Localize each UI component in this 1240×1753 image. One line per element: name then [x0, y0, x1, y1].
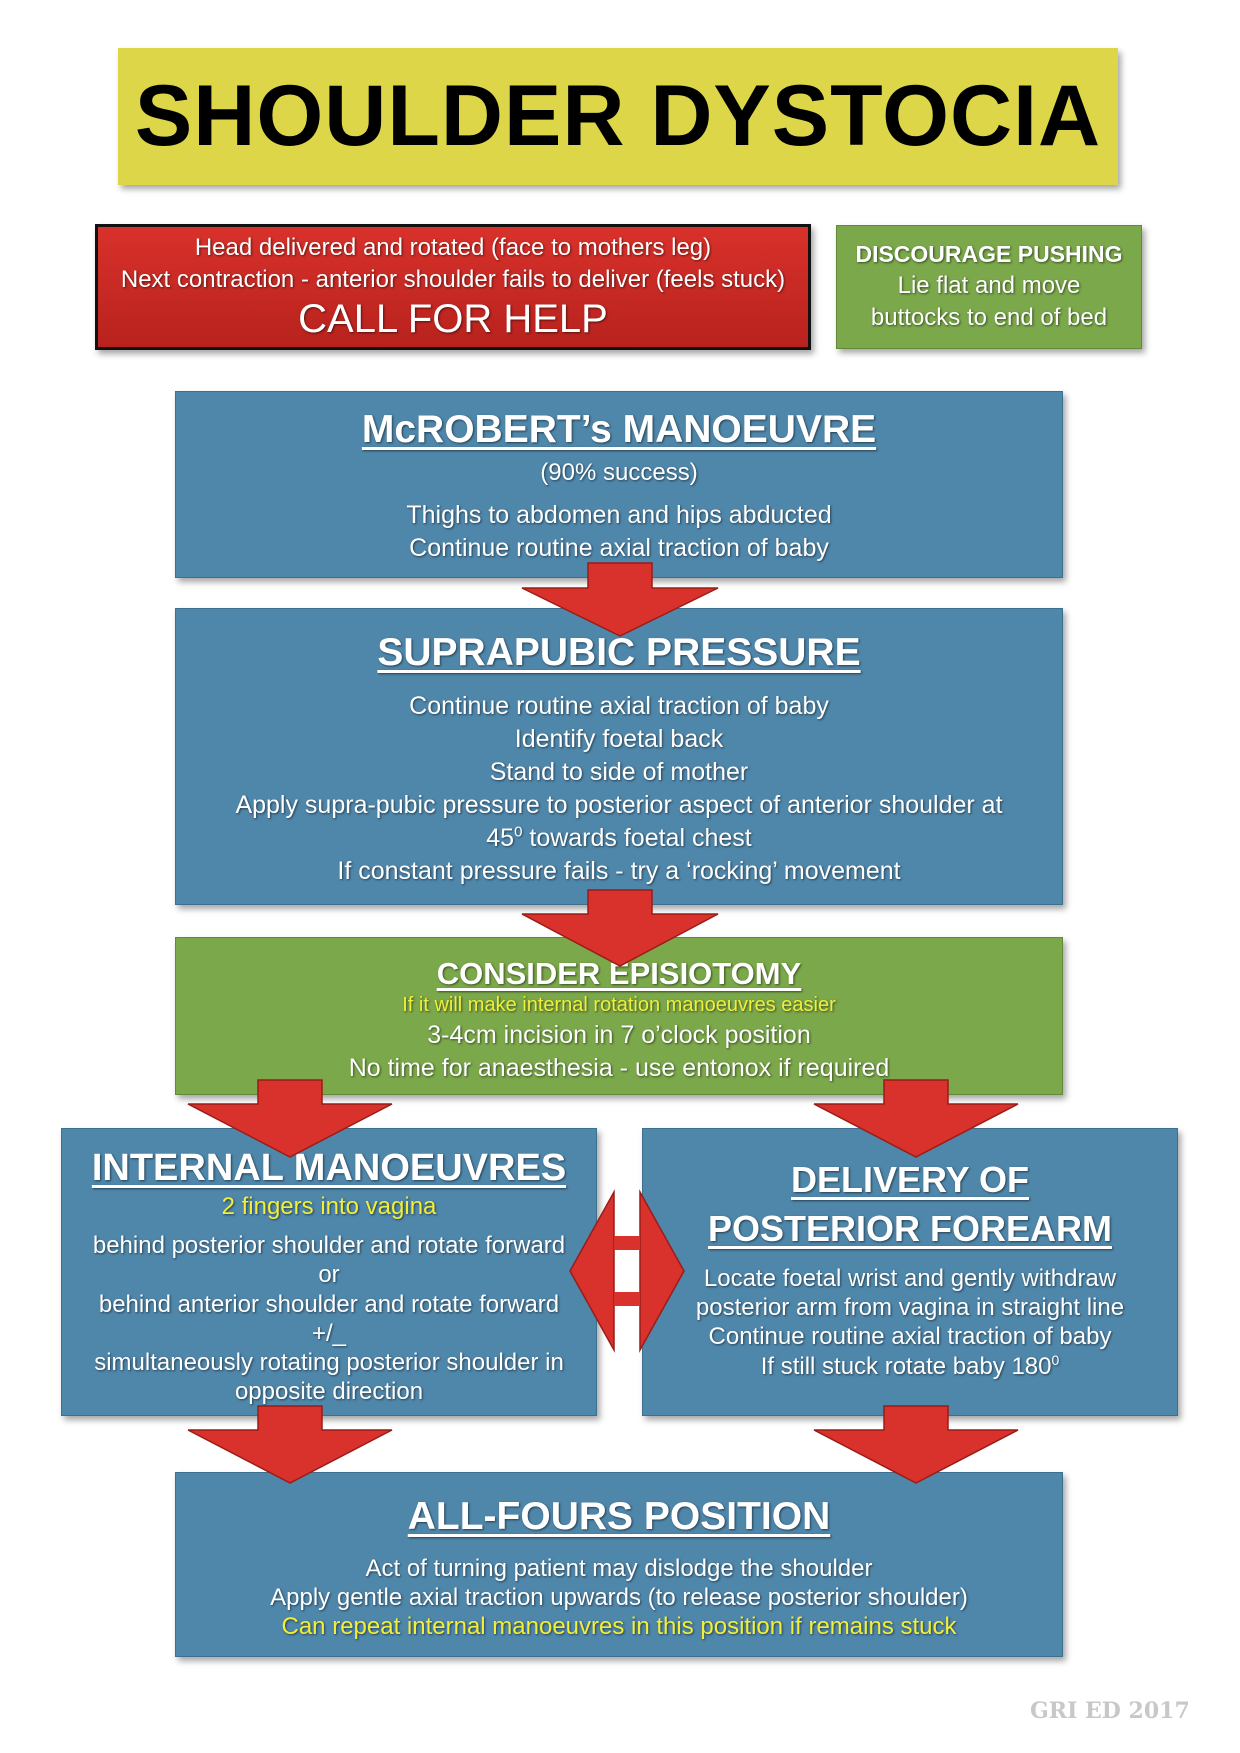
call-line-1: Head delivered and rotated (face to moth… [194, 234, 712, 262]
episiotomy-box: CONSIDER EPISIOTOMY If it will make inte… [175, 937, 1063, 1095]
all-fours-line-2: Apply gentle axial traction upwards (to … [270, 1584, 968, 1612]
internal-line-3: behind anterior shoulder and rotate forw… [98, 1290, 560, 1318]
mcroberts-line-1: Thighs to abdomen and hips abducted [406, 500, 832, 529]
episiotomy-line-1: 3-4cm incision in 7 o’clock position [427, 1020, 811, 1049]
forearm-degree-mark: 0 [1051, 1351, 1060, 1368]
forearm-line-2: posterior arm from vagina in straight li… [695, 1294, 1125, 1322]
forearm-line-4-text: If still stuck rotate baby 180 [760, 1352, 1052, 1380]
discourage-line-2: buttocks to end of bed [870, 303, 1108, 331]
internal-note: 2 fingers into vagina [221, 1192, 437, 1220]
forearm-line-1: Locate foetal wrist and gently withdraw [703, 1264, 1117, 1292]
internal-line-1: behind posterior shoulder and rotate for… [92, 1232, 566, 1260]
episiotomy-line-2: No time for anaesthesia - use entonox if… [348, 1053, 890, 1082]
call-for-help-text: CALL FOR HELP [298, 296, 608, 341]
forearm-line-3: Continue routine axial traction of baby [708, 1323, 1112, 1351]
forearm-line-4: If still stuck rotate baby 1800 [761, 1352, 1060, 1381]
footer-credit: GRI ED 2017 [1030, 1698, 1190, 1724]
suprapubic-box: SUPRAPUBIC PRESSURE Continue routine axi… [175, 608, 1063, 905]
angle-value: 45 [486, 823, 515, 852]
discourage-pushing-box: DISCOURAGE PUSHING Lie flat and move but… [836, 225, 1142, 349]
internal-heading: INTERNAL MANOEUVRES [91, 1147, 567, 1189]
discourage-heading: DISCOURAGE PUSHING [855, 241, 1123, 268]
suprapubic-line-6: If constant pressure fails - try a ‘rock… [337, 856, 901, 885]
all-fours-box: ALL-FOURS POSITION Act of turning patien… [175, 1472, 1063, 1657]
all-fours-heading: ALL-FOURS POSITION [407, 1495, 831, 1538]
internal-manoeuvres-box: INTERNAL MANOEUVRES 2 fingers into vagin… [61, 1128, 597, 1416]
double-arrow-shaft-bottom [614, 1292, 640, 1306]
mcroberts-heading: McROBERT’s MANOEUVRE [361, 408, 877, 451]
internal-line-4: +/_ [311, 1319, 347, 1347]
posterior-forearm-box: DELIVERY OF POSTERIOR FOREARM Locate foe… [642, 1128, 1178, 1416]
suprapubic-line-4: Apply supra-pubic pressure to posterior … [235, 790, 1003, 819]
mcroberts-box: McROBERT’s MANOEUVRE (90% success) Thigh… [175, 391, 1063, 578]
suprapubic-heading: SUPRAPUBIC PRESSURE [377, 631, 861, 674]
double-arrow-shaft-top [614, 1236, 640, 1250]
forearm-heading-2: POSTERIOR FOREARM [707, 1208, 1112, 1250]
forearm-heading-1: DELIVERY OF [790, 1159, 1030, 1200]
mcroberts-line-2: Continue routine axial traction of baby [409, 533, 829, 562]
call-for-help-box: Head delivered and rotated (face to moth… [95, 224, 811, 350]
internal-line-5: simultaneously rotating posterior should… [94, 1349, 564, 1377]
suprapubic-line-5: 450 towards foetal chest [486, 822, 751, 855]
suprapubic-line-2: Identify foetal back [514, 724, 724, 753]
all-fours-line-1: Act of turning patient may dislodge the … [365, 1554, 873, 1582]
degree-mark: 0 [514, 823, 523, 841]
discourage-line-1: Lie flat and move [897, 272, 1081, 300]
mcroberts-success: (90% success) [540, 458, 698, 486]
internal-line-6: opposite direction [234, 1378, 424, 1406]
internal-line-2: or [318, 1261, 340, 1289]
all-fours-line-3: Can repeat internal manoeuvres in this p… [281, 1613, 957, 1641]
call-line-2: Next contraction - anterior shoulder fai… [120, 266, 786, 293]
episiotomy-heading: CONSIDER EPISIOTOMY [436, 956, 802, 991]
title-banner: SHOULDER DYSTOCIA [118, 48, 1118, 185]
page-title: SHOULDER DYSTOCIA [134, 68, 1102, 164]
episiotomy-note: If it will make internal rotation manoeu… [402, 993, 836, 1016]
suprapubic-line-1: Continue routine axial traction of baby [409, 691, 829, 720]
suprapubic-line-3: Stand to side of mother [489, 757, 749, 786]
suprapubic-line-5-rest: towards foetal chest [522, 823, 752, 852]
